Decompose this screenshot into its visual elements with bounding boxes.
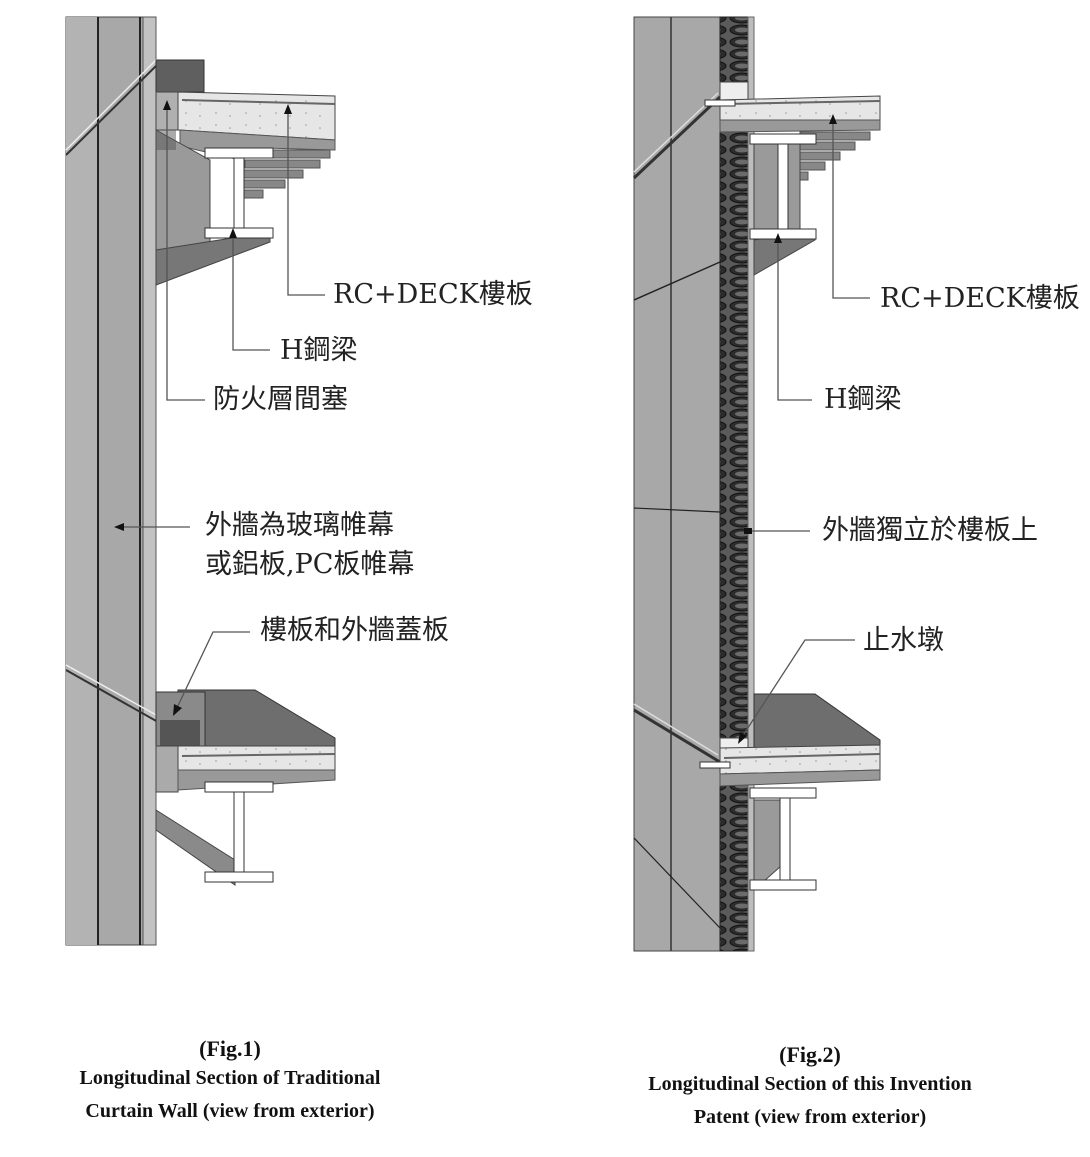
fig2-label-slab: RC+DECK樓板 <box>880 283 1080 314</box>
fig2-upper-floor <box>704 81 881 276</box>
fig1-leaders <box>118 104 325 713</box>
fig1-label-wall-line1: 外牆為玻璃帷幕 <box>205 510 394 541</box>
fig1-caption: (Fig.1) Longitudinal Section of Traditio… <box>20 1035 440 1128</box>
fig1-label-wall-line2: 或鋁板,PC板帷幕 <box>205 549 415 580</box>
fig2-arrowheads <box>738 114 837 744</box>
fig2-insulation <box>719 16 755 952</box>
fig1-label-slab: RC+DECK樓板 <box>333 279 533 310</box>
fig2-caption-line1: Longitudinal Section of this Invention <box>648 1073 972 1095</box>
fig2-label-curb: 止水墩 <box>863 625 944 656</box>
fig1-caption-line1: Longitudinal Section of Traditional <box>79 1067 381 1089</box>
fig2-drawing <box>632 16 881 952</box>
fig1-caption-number: (Fig.1) <box>199 1036 261 1061</box>
fig2-caption-line2: Patent (view from exterior) <box>693 1106 927 1128</box>
fig2-exterior-wall <box>632 16 722 952</box>
fig1-lower-floor <box>155 689 336 886</box>
fig1-label-beam: H鋼梁 <box>280 335 358 366</box>
fig2-lower-floor <box>699 693 881 892</box>
fig2-label-beam: H鋼梁 <box>824 384 902 415</box>
fig1-label-firestop: 防火層間塞 <box>213 384 348 415</box>
fig1-drawing <box>65 16 336 946</box>
fig1-caption-line2: Curtain Wall (view from exterior) <box>85 1100 375 1122</box>
fig2-label-wall: 外牆獨立於樓板上 <box>822 515 1038 546</box>
fig1-arrowheads <box>114 100 292 716</box>
fig2-caption: (Fig.2) Longitudinal Section of this Inv… <box>590 1041 1030 1134</box>
fig2-caption-number: (Fig.2) <box>779 1042 841 1067</box>
fig1-label-cover: 樓板和外牆蓋板 <box>260 615 449 646</box>
fig1-curtain-wall <box>65 16 161 946</box>
fig2-leaders <box>739 118 870 741</box>
fig1-upper-floor <box>155 59 336 286</box>
